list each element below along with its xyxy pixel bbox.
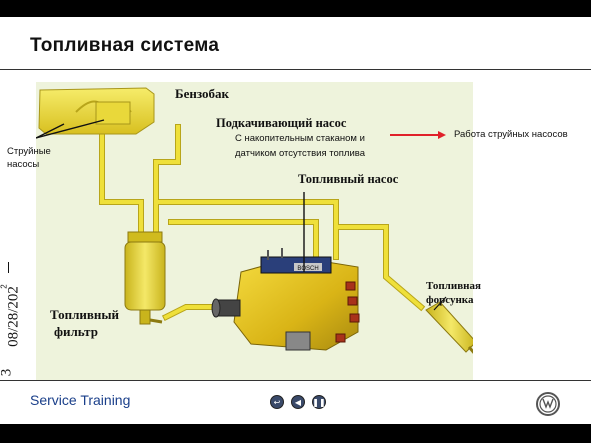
filter-label-line2: фильтр bbox=[54, 324, 98, 339]
filter-label-line1: Топливный bbox=[50, 307, 120, 322]
injector-label-line2: форсунка bbox=[426, 294, 474, 306]
lift-pump-note-line1: С накопительным стаканом и bbox=[235, 133, 365, 144]
jet-pump-pointers bbox=[35, 119, 105, 139]
jet-pumps-label-line2: насосы bbox=[7, 159, 40, 170]
slide-date-end: 3 bbox=[0, 369, 15, 377]
lift-pump-note-line2: датчиком отсутствия топлива bbox=[235, 148, 365, 159]
title-divider bbox=[0, 69, 591, 70]
bottom-bar bbox=[0, 424, 591, 443]
fuel-filter bbox=[124, 231, 166, 325]
pump-brand-label: BOSCH bbox=[297, 266, 318, 272]
fuel-injector bbox=[425, 296, 484, 363]
legend-label: Работа струйных насосов bbox=[454, 129, 568, 140]
page-title: Топливная система bbox=[30, 35, 220, 56]
return-arrow-icon[interactable]: ↩ bbox=[270, 395, 284, 409]
fuel-tank bbox=[38, 87, 155, 135]
previous-arrow-icon[interactable]: ◀ bbox=[291, 395, 305, 409]
jet-pumps-label-line1: Струйные bbox=[7, 146, 51, 157]
lift-pump-label: Подкачивающий насос bbox=[216, 116, 347, 130]
tank-label: Бензобак bbox=[175, 86, 229, 101]
date-marker bbox=[8, 262, 9, 273]
vw-logo bbox=[536, 392, 560, 416]
slide-date: 08/28/202 bbox=[5, 286, 22, 347]
fuel-line-tank-to-filter bbox=[99, 124, 144, 240]
fuel-pump-label: Топливный насос bbox=[298, 172, 399, 186]
fuel-lines bbox=[99, 124, 426, 322]
injection-pump: BOSCH bbox=[211, 248, 360, 351]
top-bar bbox=[0, 0, 591, 17]
bosch-plate bbox=[294, 263, 322, 271]
vw-logo-icon bbox=[539, 395, 557, 413]
pause-icon[interactable]: ❚❚ bbox=[312, 395, 326, 409]
red-arrow-icon bbox=[390, 131, 446, 139]
injector-label-line1: Топливная bbox=[426, 280, 481, 292]
footer-label: Service Training bbox=[30, 392, 131, 408]
fuel-system-drawing: BOSCH bbox=[35, 87, 484, 363]
footer-divider bbox=[0, 380, 591, 381]
fuel-system-diagram: BOSCH bbox=[35, 82, 484, 380]
fuel-line-top bbox=[155, 199, 339, 260]
